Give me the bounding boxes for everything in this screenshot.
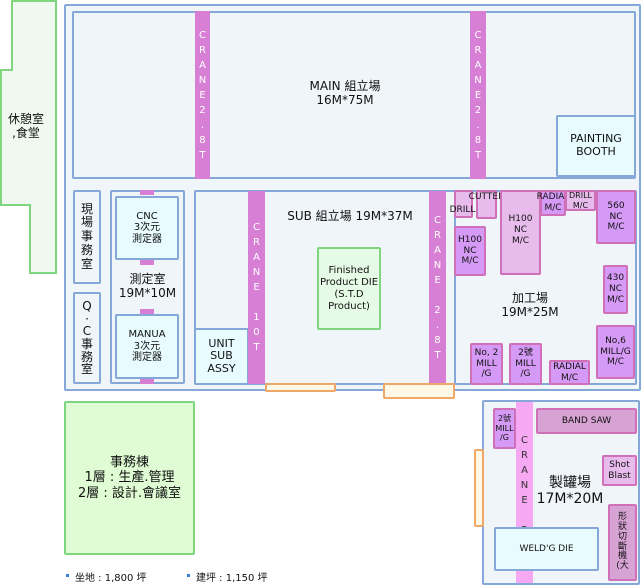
sub-assembly-label: SUB 組立場 19M*37M <box>287 209 413 223</box>
rest-area-outline <box>0 0 57 274</box>
h100-nc-small: H100 NC M/C <box>454 226 486 276</box>
cutter: CUTTER <box>469 190 504 219</box>
drill-mc: DRILL M/C <box>565 190 596 211</box>
bullet-icon <box>187 574 190 577</box>
crane-sub-right: C R A N E 2 . 8 T <box>429 191 446 384</box>
cutter-label: CUTTER <box>468 192 505 202</box>
painting-booth: PAINTING BOOTH <box>556 115 636 177</box>
door <box>265 383 336 392</box>
door <box>474 449 484 527</box>
cnc-cmm: CNC 3次元 測定器 <box>115 196 179 260</box>
radial-bottom: RADIAL M/C <box>549 360 590 385</box>
rest-area-label: 休憩室 ,食堂 <box>7 112 44 140</box>
bullet-icon <box>66 574 69 577</box>
mill-2: 2號 MILL /G <box>509 343 542 385</box>
site-office-label: 現 場 事 務 室 <box>80 201 93 271</box>
site-area-text: 坐地 : 1,800 坪 <box>75 573 147 584</box>
door-marker <box>140 309 154 314</box>
machining-label: 加工場 19M*25M <box>501 291 559 319</box>
crane-main-right: C R A N E 2 . 8 T <box>470 11 486 179</box>
main-assembly-area <box>72 11 636 179</box>
welding-die: WELD'G DIE <box>494 527 599 571</box>
no6-mill: No,6 MILL/G M/C <box>596 325 635 379</box>
shape-cutter: 形 狀 切 斷 機 (大 <box>608 504 637 581</box>
drill: DRILL <box>450 190 475 218</box>
fabrication-label: 製罐場 17M*20M <box>536 475 604 508</box>
no2-mill: No, 2 MILL /G <box>470 343 503 385</box>
site-office: 現 場 事 務 室 <box>73 190 101 284</box>
crane-main-left: C R A N E 2 . 8 T <box>195 11 210 179</box>
nc-560: 560 NC M/C <box>596 190 636 244</box>
radial-top-label: RADIAL M/C <box>536 192 570 213</box>
manual-cmm: MANUA 3次元 測定器 <box>115 314 179 379</box>
band-saw: BAND SAW <box>536 408 637 434</box>
main-assembly-label: MAIN 組立場 16M*75M <box>309 79 381 107</box>
qc-office: Q · C 事 務 室 <box>73 292 101 384</box>
unit-sub-assy: UNIT SUB ASSY <box>194 328 249 385</box>
door-marker <box>140 379 154 384</box>
qc-office-label: Q · C 事 務 室 <box>80 299 93 377</box>
door-marker <box>140 260 154 265</box>
door-marker <box>140 190 154 195</box>
fab-mill-2: 2號 MILL /G <box>493 408 516 449</box>
shot-blast: Shot Blast <box>602 455 637 486</box>
finished-product-area: Finished Product DIE (S.T.D Product) <box>317 247 381 330</box>
drill-label: DRILL <box>449 205 476 216</box>
building-area-text: 建坪 : 1,150 坪 <box>196 573 268 584</box>
crane-sub-left: C R A N E 1 0 T <box>248 191 265 384</box>
measurement-room-label: 測定室 19M*10M <box>118 272 177 300</box>
office-building: 事務棟 1層 : 生產.管理 2層 : 設計.會議室 <box>64 401 195 555</box>
h100-nc-large: H100 NC M/C <box>500 190 541 275</box>
nc-430: 430 NC M/C <box>603 265 628 314</box>
door <box>383 383 455 399</box>
radial-top: RADIAL M/C <box>537 190 569 216</box>
